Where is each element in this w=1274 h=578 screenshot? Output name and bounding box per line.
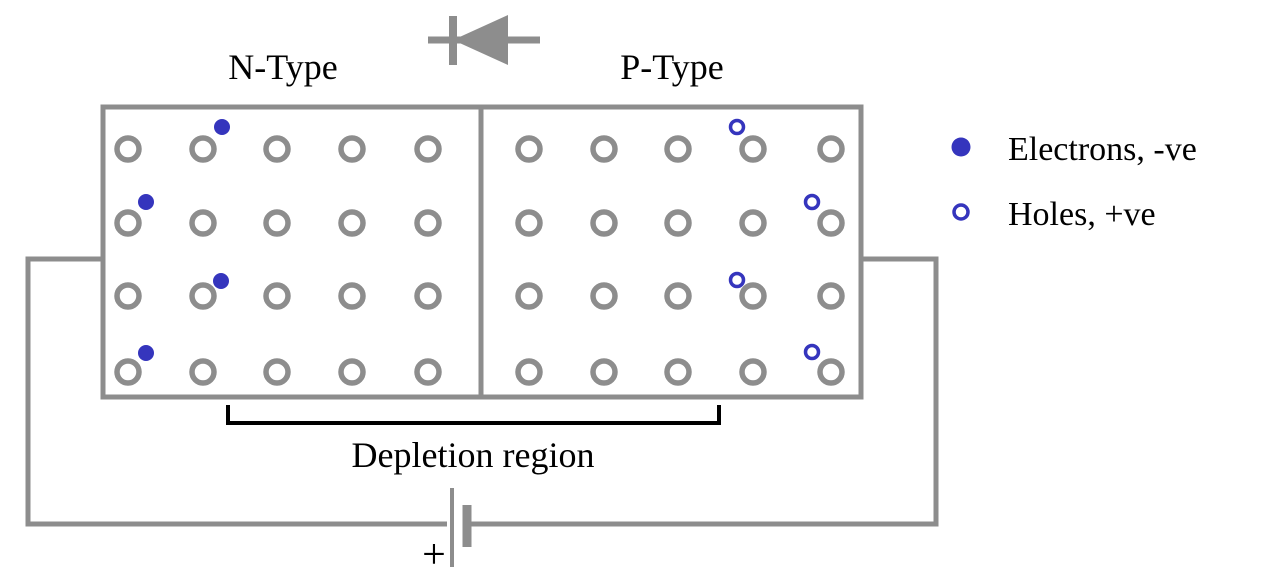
- lattice-atom: [338, 282, 366, 310]
- diode-symbol-icon: [428, 15, 540, 65]
- lattice-atom: [817, 209, 845, 237]
- legend: Electrons, -ve Holes, +ve: [951, 131, 1197, 233]
- lattice-atom: [590, 282, 618, 310]
- lattice-atom: [189, 209, 217, 237]
- p-region-lattice: [515, 135, 845, 386]
- legend-electrons-label: Electrons, -ve: [1008, 131, 1197, 168]
- lattice-atom: [664, 358, 692, 386]
- lattice-atom: [664, 135, 692, 163]
- depletion-bracket: [226, 405, 721, 425]
- lattice-atom: [817, 358, 845, 386]
- n-type-label: N-Type: [228, 47, 337, 87]
- electron-dot: [138, 345, 154, 361]
- electron-dot: [214, 119, 230, 135]
- lattice-atom: [515, 209, 543, 237]
- lattice-atom: [739, 358, 767, 386]
- hole-dot: [803, 343, 821, 361]
- lattice-atom: [664, 209, 692, 237]
- lattice-atom: [590, 358, 618, 386]
- electron-dot: [213, 273, 229, 289]
- lattice-atom: [739, 135, 767, 163]
- lattice-atom: [263, 209, 291, 237]
- lattice-atom: [189, 282, 217, 310]
- lattice-atom: [189, 135, 217, 163]
- hole-dot: [728, 271, 746, 289]
- lattice-atom: [189, 358, 217, 386]
- lattice-atom: [515, 135, 543, 163]
- lattice-atom: [414, 209, 442, 237]
- lattice-atom: [263, 282, 291, 310]
- circuit-wire-left: [25, 256, 447, 527]
- battery-icon: [450, 488, 472, 567]
- legend-hole-icon: [952, 203, 970, 221]
- lattice-atom: [739, 209, 767, 237]
- depletion-bracket-line: [226, 405, 721, 425]
- lattice-atom: [338, 209, 366, 237]
- holes: [728, 118, 821, 361]
- lattice-atom: [664, 282, 692, 310]
- lattice-atom: [817, 282, 845, 310]
- hole-dot: [728, 118, 746, 136]
- lattice-atom: [414, 358, 442, 386]
- lattice-atom: [414, 135, 442, 163]
- depletion-region-label: Depletion region: [352, 435, 595, 475]
- p-type-label: P-Type: [620, 47, 723, 87]
- circuit-wire-right: [467, 256, 939, 527]
- lattice-atom: [114, 358, 142, 386]
- lattice-atom: [114, 282, 142, 310]
- lattice-atom: [263, 358, 291, 386]
- lattice-atom: [338, 358, 366, 386]
- n-region-lattice: [114, 135, 442, 386]
- lattice-atom: [590, 135, 618, 163]
- lattice-atom: [338, 135, 366, 163]
- lattice-atom: [817, 135, 845, 163]
- diode-triangle: [453, 15, 508, 65]
- lattice-atom: [114, 209, 142, 237]
- circuit-wires: [25, 256, 939, 527]
- hole-dot: [803, 193, 821, 211]
- electrons: [138, 119, 230, 361]
- lattice-atom: [263, 135, 291, 163]
- lattice-atom: [739, 282, 767, 310]
- lattice-atom: [515, 358, 543, 386]
- electron-dot: [138, 194, 154, 210]
- battery-plus-label: +: [422, 532, 446, 578]
- legend-electron-icon: [951, 137, 971, 157]
- lattice-atom: [114, 135, 142, 163]
- legend-holes-label: Holes, +ve: [1008, 196, 1156, 233]
- lattice-atom: [414, 282, 442, 310]
- lattice-atom: [590, 209, 618, 237]
- lattice-atom: [515, 282, 543, 310]
